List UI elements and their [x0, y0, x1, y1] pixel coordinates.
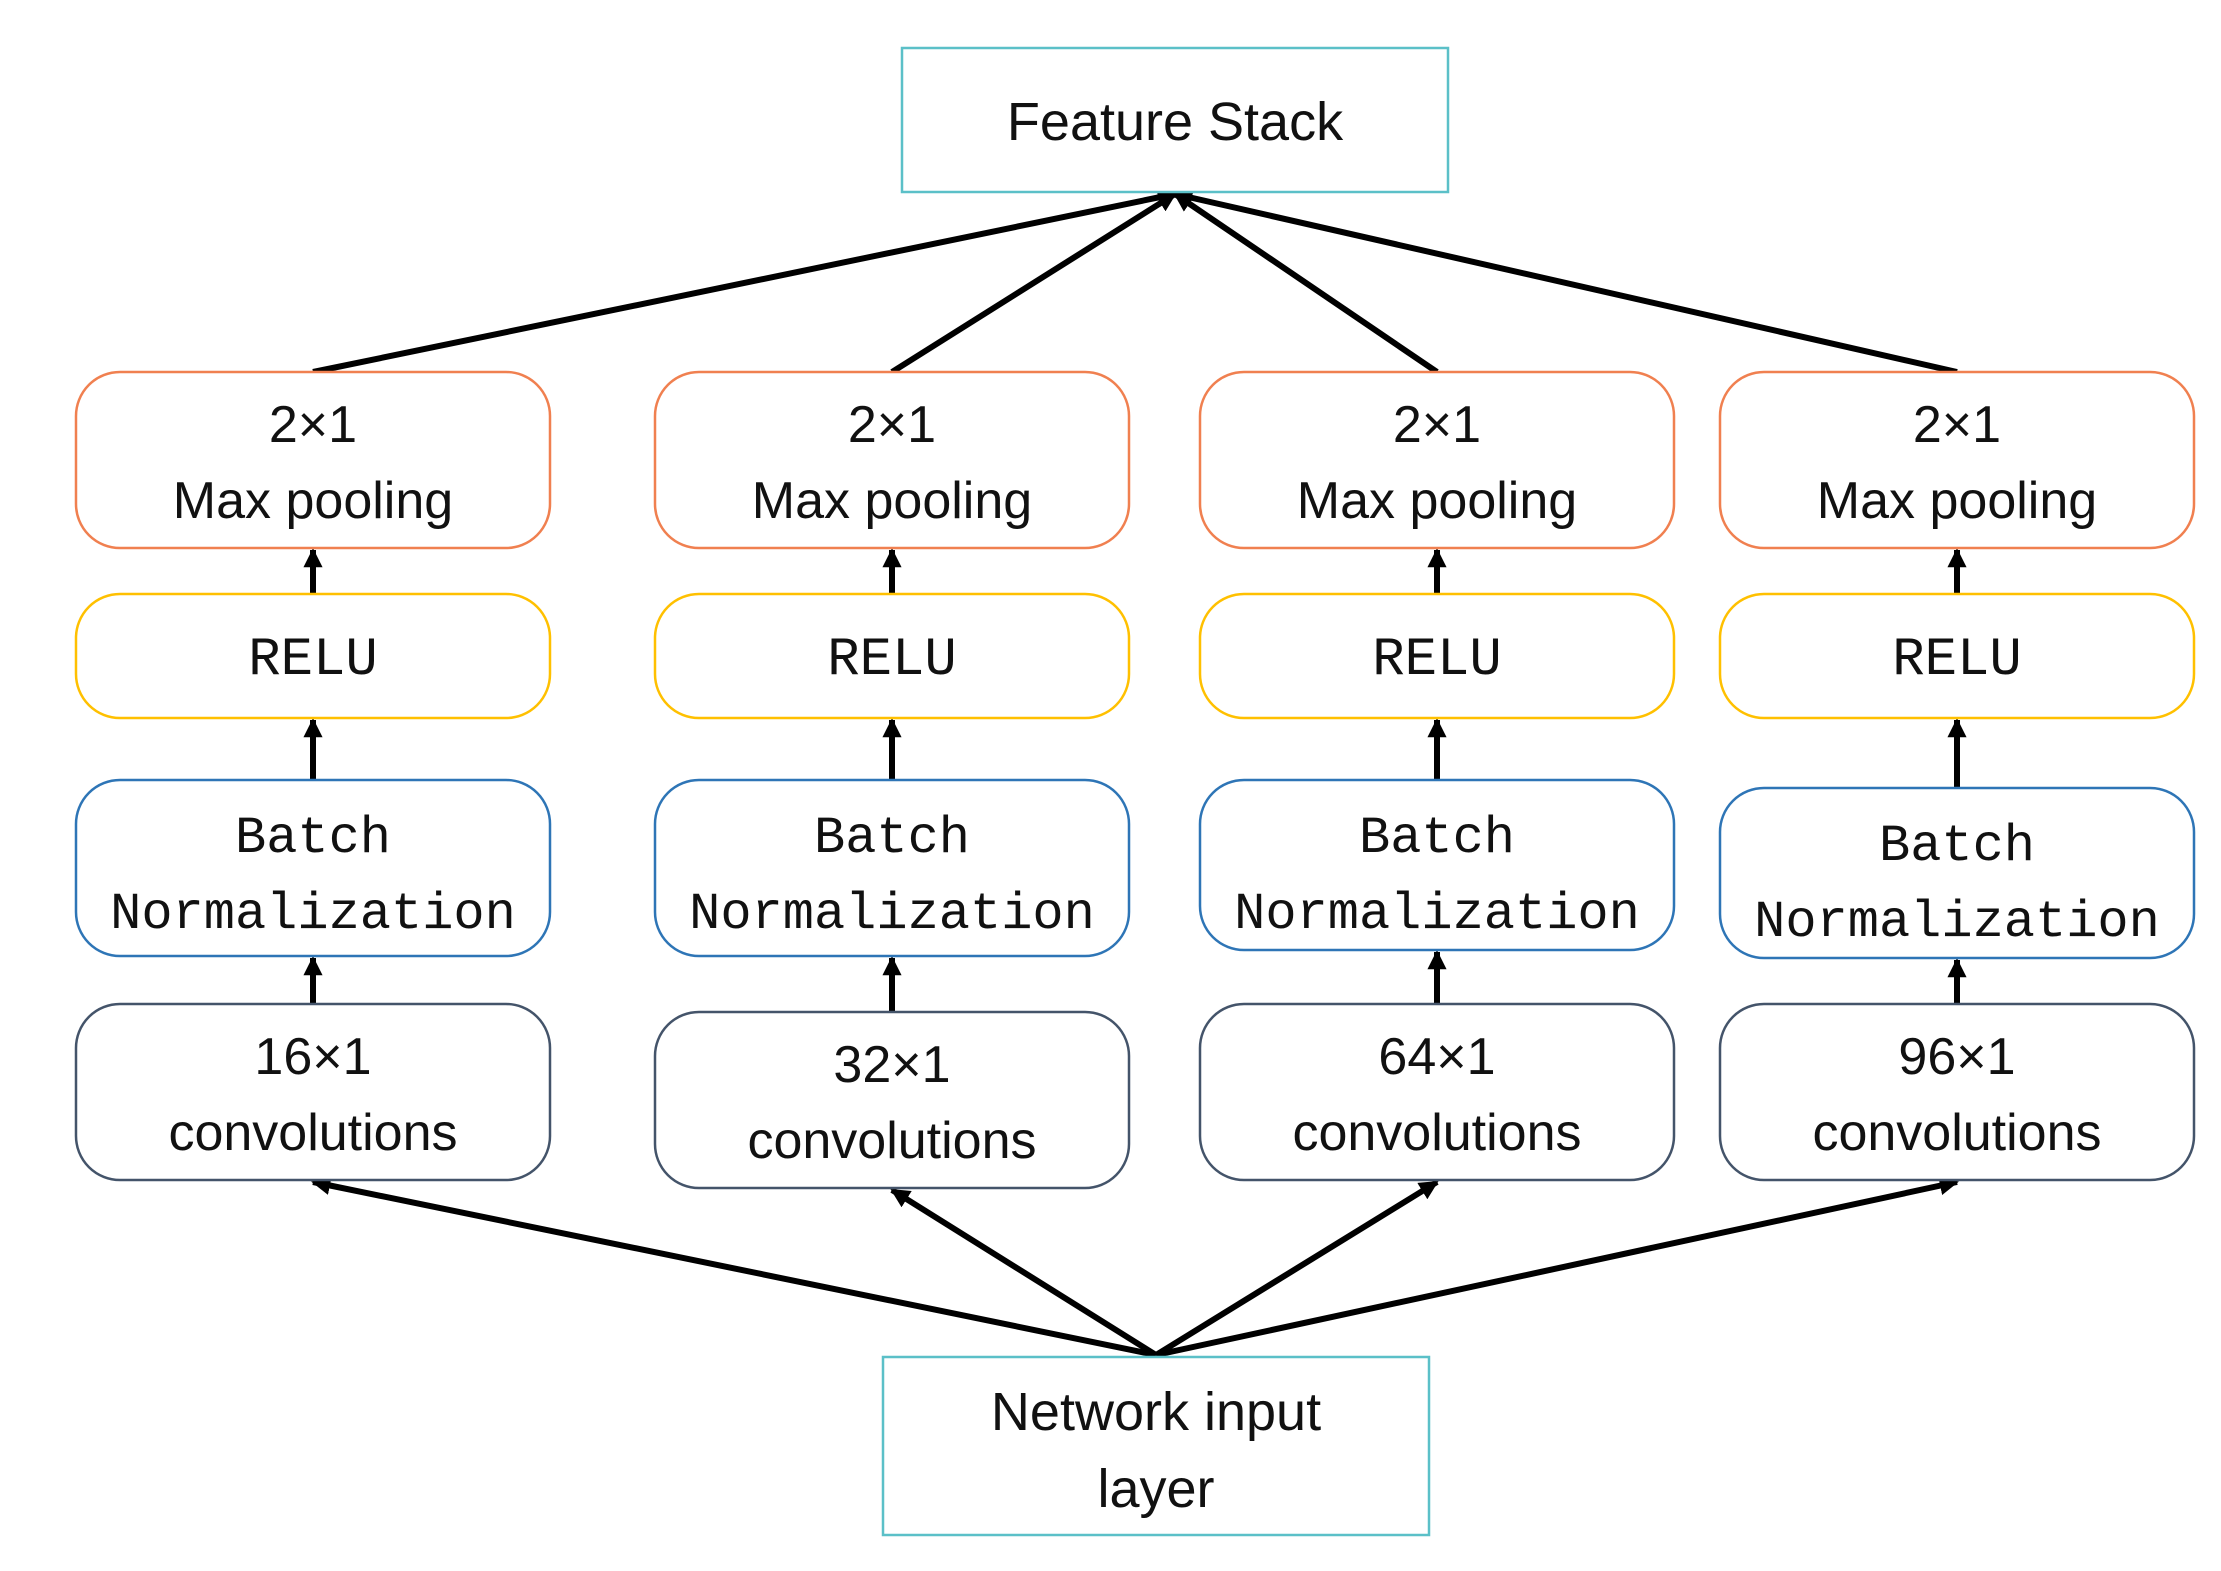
batch-label: Batch [235, 809, 391, 868]
arrow-input-to-conv [311, 1176, 1157, 1358]
batch-label: Batch [1879, 817, 2035, 876]
relu-box [1718, 592, 2196, 720]
arrow-input-to-conv [1154, 1179, 1439, 1358]
conv-size-label: 96×1 [1898, 1028, 2015, 1086]
convolution-box [653, 1010, 1131, 1190]
normalization-label: Normalization [1234, 885, 1640, 944]
edges-layer [303, 188, 1967, 1358]
pool-size-label: 2×1 [848, 396, 936, 454]
pool-type-label: Max pooling [173, 472, 453, 530]
network-input-label-line-1: Network input [991, 1382, 1321, 1442]
normalization-label: Normalization [110, 885, 516, 944]
arrow-input-to-conv [1155, 1176, 1959, 1358]
normalization-label: Normalization [689, 885, 1095, 944]
conv-type-label: convolutions [747, 1112, 1036, 1170]
max-pooling-box [1718, 370, 2196, 550]
batch-label: Batch [1359, 809, 1515, 868]
convolution-box [1718, 1002, 2196, 1182]
relu-label: RELU [248, 630, 378, 691]
conv-size-label: 16×1 [254, 1028, 371, 1086]
batch-label: Batch [814, 809, 970, 868]
relu-box [653, 592, 1131, 720]
arrow-pool-to-feature-stack [1173, 188, 1958, 375]
relu-box [1198, 592, 1676, 720]
arrow-pool-to-feature-stack [1173, 191, 1439, 375]
conv-size-label: 32×1 [833, 1036, 950, 1094]
network-input-node: Network input layer [881, 1355, 1431, 1537]
max-pooling-box [74, 370, 552, 550]
network-input-label-line-2: layer [1097, 1459, 1214, 1519]
batch-normalization-box [74, 778, 552, 958]
feature-stack-node: Feature Stack [900, 46, 1450, 194]
conv-type-label: convolutions [1292, 1104, 1581, 1162]
conv-size-label: 64×1 [1378, 1028, 1495, 1086]
relu-label: RELU [1892, 630, 2022, 691]
conv-type-label: convolutions [1812, 1104, 2101, 1162]
relu-label: RELU [1372, 630, 1502, 691]
batch-normalization-box [653, 778, 1131, 958]
feature-stack-label: Feature Stack [1007, 92, 1344, 152]
relu-label: RELU [827, 630, 957, 691]
convolution-box [1198, 1002, 1676, 1182]
max-pooling-box [1198, 370, 1676, 550]
max-pooling-box [653, 370, 1131, 550]
batch-normalization-box [1718, 786, 2196, 960]
pool-type-label: Max pooling [1817, 472, 2097, 530]
pool-size-label: 2×1 [1393, 396, 1481, 454]
arrow-pool-to-feature-stack [890, 191, 1177, 375]
pool-type-label: Max pooling [1297, 472, 1577, 530]
relu-box [74, 592, 552, 720]
pool-type-label: Max pooling [752, 472, 1032, 530]
batch-normalization-box [1198, 778, 1676, 952]
convolution-box [74, 1002, 552, 1182]
pool-size-label: 2×1 [1913, 396, 2001, 454]
normalization-label: Normalization [1754, 893, 2160, 952]
arrow-pool-to-feature-stack [312, 188, 1177, 375]
arrow-input-to-conv [890, 1187, 1158, 1358]
conv-type-label: convolutions [168, 1104, 457, 1162]
pool-size-label: 2×1 [269, 396, 357, 454]
